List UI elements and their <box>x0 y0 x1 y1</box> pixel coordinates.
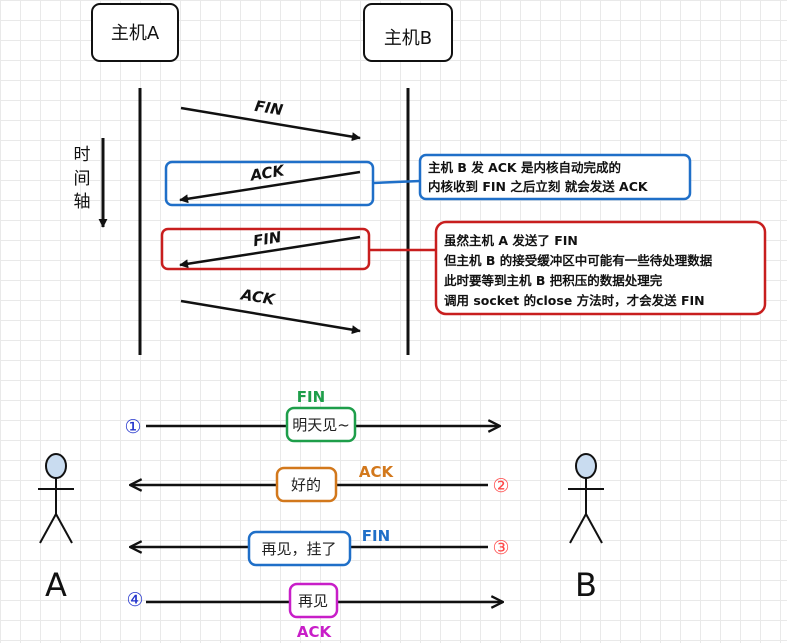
time-axis-char-1: 时 <box>74 145 91 165</box>
step-1-number: ① <box>124 416 141 438</box>
red-note-line-3: 此时要等到主机 B 把积压的数据处理完 <box>444 273 663 288</box>
red-note-line-2: 但主机 B 的接受缓冲区中可能有一些待处理数据 <box>443 253 713 268</box>
step-3-tag: FIN <box>362 527 390 545</box>
step-1-tag: FIN <box>297 388 325 406</box>
ack-arrow-b-to-a <box>179 170 361 204</box>
step-4: ④ 再见 ACK <box>126 582 503 641</box>
time-axis: 时 间 轴 <box>74 138 108 228</box>
step-1-message: 明天见~ <box>292 416 350 434</box>
host-a-label: 主机A <box>111 23 160 44</box>
step-1: ① FIN 明天见~ <box>124 388 500 443</box>
blue-note-connector <box>372 179 421 185</box>
step-3-message: 再见，挂了 <box>261 540 336 558</box>
ack-arrow-a-to-b <box>180 299 361 335</box>
step-2-message-box <box>275 466 338 503</box>
host-b-label: 主机B <box>384 28 432 49</box>
blue-note: 主机 B 发 ACK 是内核自动完成的 内核收到 FIN 之后立刻 就会发送 A… <box>418 153 692 201</box>
step-2-number: ② <box>492 475 509 497</box>
ack-label-2: ACK <box>239 285 278 308</box>
blue-note-line-1: 主机 B 发 ACK 是内核自动完成的 <box>428 160 621 175</box>
red-note-line-4: 调用 socket 的close 方法时，才会发送 FIN <box>444 293 705 308</box>
step-3: ③ FIN 再见，挂了 <box>130 527 510 567</box>
host-a-box: 主机A <box>91 3 179 62</box>
person-b-figure <box>568 453 604 544</box>
fin-label-1: FIN <box>253 97 284 119</box>
step-3-message-box <box>247 530 352 567</box>
fin-label-2: FIN <box>252 228 283 250</box>
step-4-message: 再见 <box>298 592 328 610</box>
step-2-tag: ACK <box>359 463 395 481</box>
person-b-label: B <box>575 566 597 604</box>
step-1-message-box <box>285 406 357 443</box>
step-3-number: ③ <box>492 537 509 559</box>
fin-arrow-a-to-b <box>180 106 361 142</box>
person-a-figure <box>38 453 74 544</box>
step-2-message: 好的 <box>291 476 321 494</box>
step-4-number: ④ <box>126 589 143 611</box>
host-b-box: 主机B <box>363 3 453 62</box>
blue-note-line-2: 内核收到 FIN 之后立刻 就会发送 ACK <box>428 179 649 194</box>
red-note: 虽然主机 A 发送了 FIN 但主机 B 的接受缓冲区中可能有一些待处理数据 此… <box>434 220 767 316</box>
time-axis-char-2: 间 <box>74 169 91 189</box>
person-a-label: A <box>45 566 67 604</box>
ack-label-1: ACK <box>248 161 287 184</box>
fin-arrow-b-to-a <box>179 235 361 269</box>
step-4-tag: ACK <box>297 623 333 641</box>
red-note-line-1: 虽然主机 A 发送了 FIN <box>444 233 578 248</box>
step-4-message-box <box>288 582 339 619</box>
step-2: ② ACK 好的 <box>130 463 510 503</box>
ack-highlight-box <box>164 160 375 207</box>
time-axis-char-3: 轴 <box>74 192 91 212</box>
